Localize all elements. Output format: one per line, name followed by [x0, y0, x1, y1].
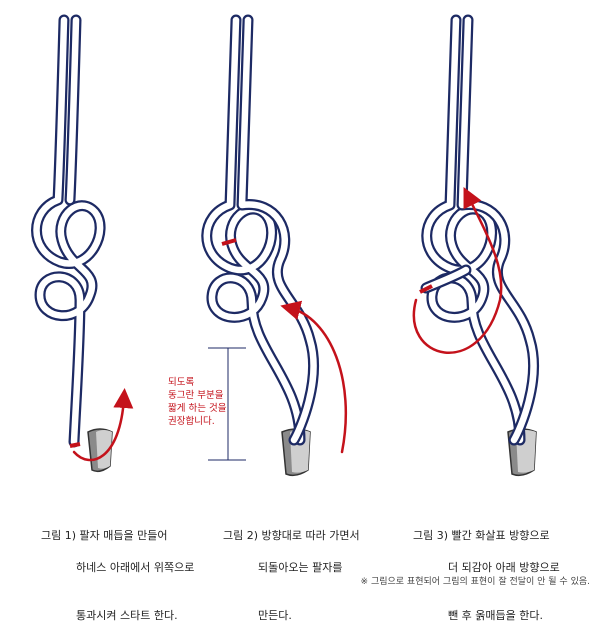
- caption-line: 그림 3) 빨간 화살표 방향으로: [413, 529, 550, 542]
- tail-red-marker: [69, 442, 81, 448]
- figure-3: [412, 14, 539, 477]
- caption-line: 하네스 아래에서 위쪽으로: [76, 561, 195, 574]
- figure-eight-knot-diagram: [31, 14, 539, 477]
- note-annotation: 되도록 동그란 부분을 짧게 하는 것을 권장합니다.: [168, 376, 248, 428]
- caption-line: 더 되감아 아래 방향으로: [448, 561, 560, 574]
- loop-size-dimension: [208, 347, 246, 461]
- note-text: 되도록 동그란 부분을 짧게 하는 것을 권장합니다.: [168, 377, 227, 427]
- rope-icon: [420, 14, 539, 446]
- caption-figure-1: 그림 1) 팔자 매듭을 만들어 하네스 아래에서 위쪽으로 통과시켜 스타트 …: [34, 512, 194, 640]
- figure-2: [201, 14, 347, 477]
- end-red-marker: [419, 284, 433, 294]
- footnote: ※ 그림으로 표현되어 그림의 표현이 잘 전달이 안 될 수 있음.: [360, 577, 590, 587]
- caption-line: 그림 2) 방향대로 따라 가면서: [223, 529, 360, 542]
- follow-arrow: [280, 300, 347, 454]
- start-arrow: [72, 388, 134, 462]
- caption-line: 그림 1) 팔자 매듭을 만들어: [41, 529, 168, 542]
- caption-line: 되돌아오는 팔자를: [258, 561, 343, 574]
- rewind-arrow: [412, 187, 503, 354]
- loop-red-marker: [221, 238, 237, 246]
- caption-line: 통과시켜 스타트 한다.: [76, 609, 178, 622]
- figure-1: [31, 14, 134, 473]
- caption-line: 뺀 후 옭매듭을 한다.: [448, 609, 543, 622]
- rope-icon: [31, 14, 106, 448]
- caption-line: 만든다.: [258, 609, 292, 622]
- caption-figure-2: 그림 2) 방향대로 따라 가면서 되돌아오는 팔자를 만든다.: [216, 512, 360, 640]
